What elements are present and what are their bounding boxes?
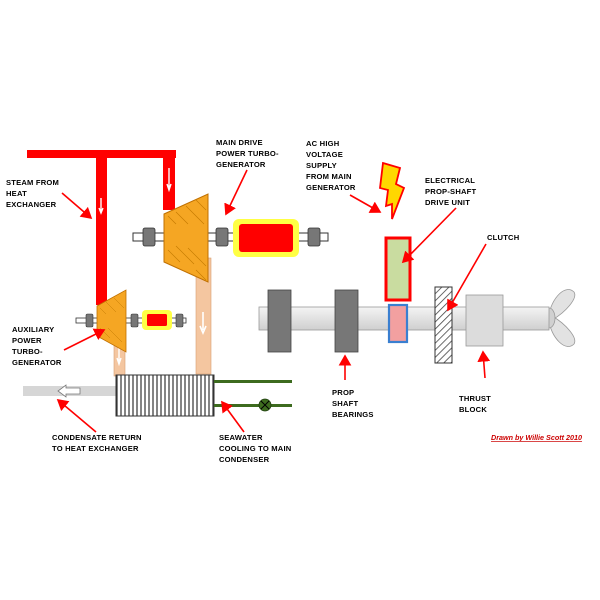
credit-line: Drawn by Willie Scott 2010 xyxy=(491,433,582,442)
leader-condensate xyxy=(56,398,97,433)
leader-steam xyxy=(61,192,93,220)
shaft-coupling xyxy=(130,313,139,328)
flow-arrow-icon xyxy=(166,168,172,193)
flow-arrow-icon xyxy=(199,312,207,336)
flow-arrow-icon xyxy=(57,384,81,398)
flow-arrow-icon xyxy=(98,198,104,215)
shaft-coupling xyxy=(307,227,321,247)
shaft-coupling xyxy=(85,313,94,328)
condenser-body xyxy=(115,374,215,417)
label-main-generator: MAIN DRIVE POWER TURBO- GENERATOR xyxy=(216,138,281,169)
thrust-block xyxy=(465,294,504,347)
lightning-bolt-icon xyxy=(379,161,406,220)
leader-seawater xyxy=(221,400,245,433)
label-steam: STEAM FROM HEAT EXCHANGER xyxy=(6,178,61,209)
leader-ac-supply xyxy=(349,194,382,213)
prop-shaft-bearing xyxy=(334,289,359,353)
seawater-pipe-lower xyxy=(214,404,292,407)
leader-thrust xyxy=(477,350,491,379)
leader-main-gen xyxy=(224,169,248,216)
main-turbo-generator xyxy=(132,193,329,283)
label-clutch: CLUTCH xyxy=(487,233,519,242)
drive-unit-stator xyxy=(384,236,412,302)
shaft-coupling xyxy=(142,227,156,247)
main-turbine xyxy=(163,193,209,283)
aux-generator xyxy=(147,314,167,326)
label-thrust-block: THRUST BLOCK xyxy=(459,394,493,414)
label-seawater: SEAWATER COOLING TO MAIN CONDENSER xyxy=(219,433,294,464)
label-condensate: CONDENSATE RETURN TO HEAT EXCHANGER xyxy=(52,433,144,453)
leader-aux-gen xyxy=(63,328,106,351)
electrical-drive-unit xyxy=(379,161,412,302)
clutch xyxy=(434,286,453,364)
main-generator xyxy=(239,224,293,252)
seawater-pipe-upper xyxy=(214,380,292,383)
prop-shaft-bearing xyxy=(267,289,292,353)
label-aux-generator: AUXILIARY POWER TURBO- GENERATOR xyxy=(12,325,62,367)
shaft-coupling xyxy=(215,227,229,247)
main-gen-shaft xyxy=(132,232,329,242)
label-drive-unit: ELECTRICAL PROP-SHAFT DRIVE UNIT xyxy=(425,176,479,207)
steam-feed-to-aux xyxy=(96,150,107,305)
valve-icon xyxy=(258,398,272,412)
leader-lines xyxy=(56,169,491,433)
label-bearings: PROP SHAFT BEARINGS xyxy=(332,388,374,419)
leader-clutch xyxy=(447,243,487,312)
propeller-shaft-assembly xyxy=(258,286,576,364)
shaft-coupling xyxy=(175,313,184,328)
main-condenser xyxy=(23,374,292,417)
label-ac-supply: AC HIGH VOLTAGE SUPPLY FROM MAIN GENERAT… xyxy=(306,139,356,192)
leader-drive-unit xyxy=(401,207,457,264)
steam-pipe-network xyxy=(27,150,176,305)
motor-rotor xyxy=(387,303,409,344)
aux-turbo-generator xyxy=(75,289,187,353)
turbine-hatch xyxy=(167,199,207,281)
